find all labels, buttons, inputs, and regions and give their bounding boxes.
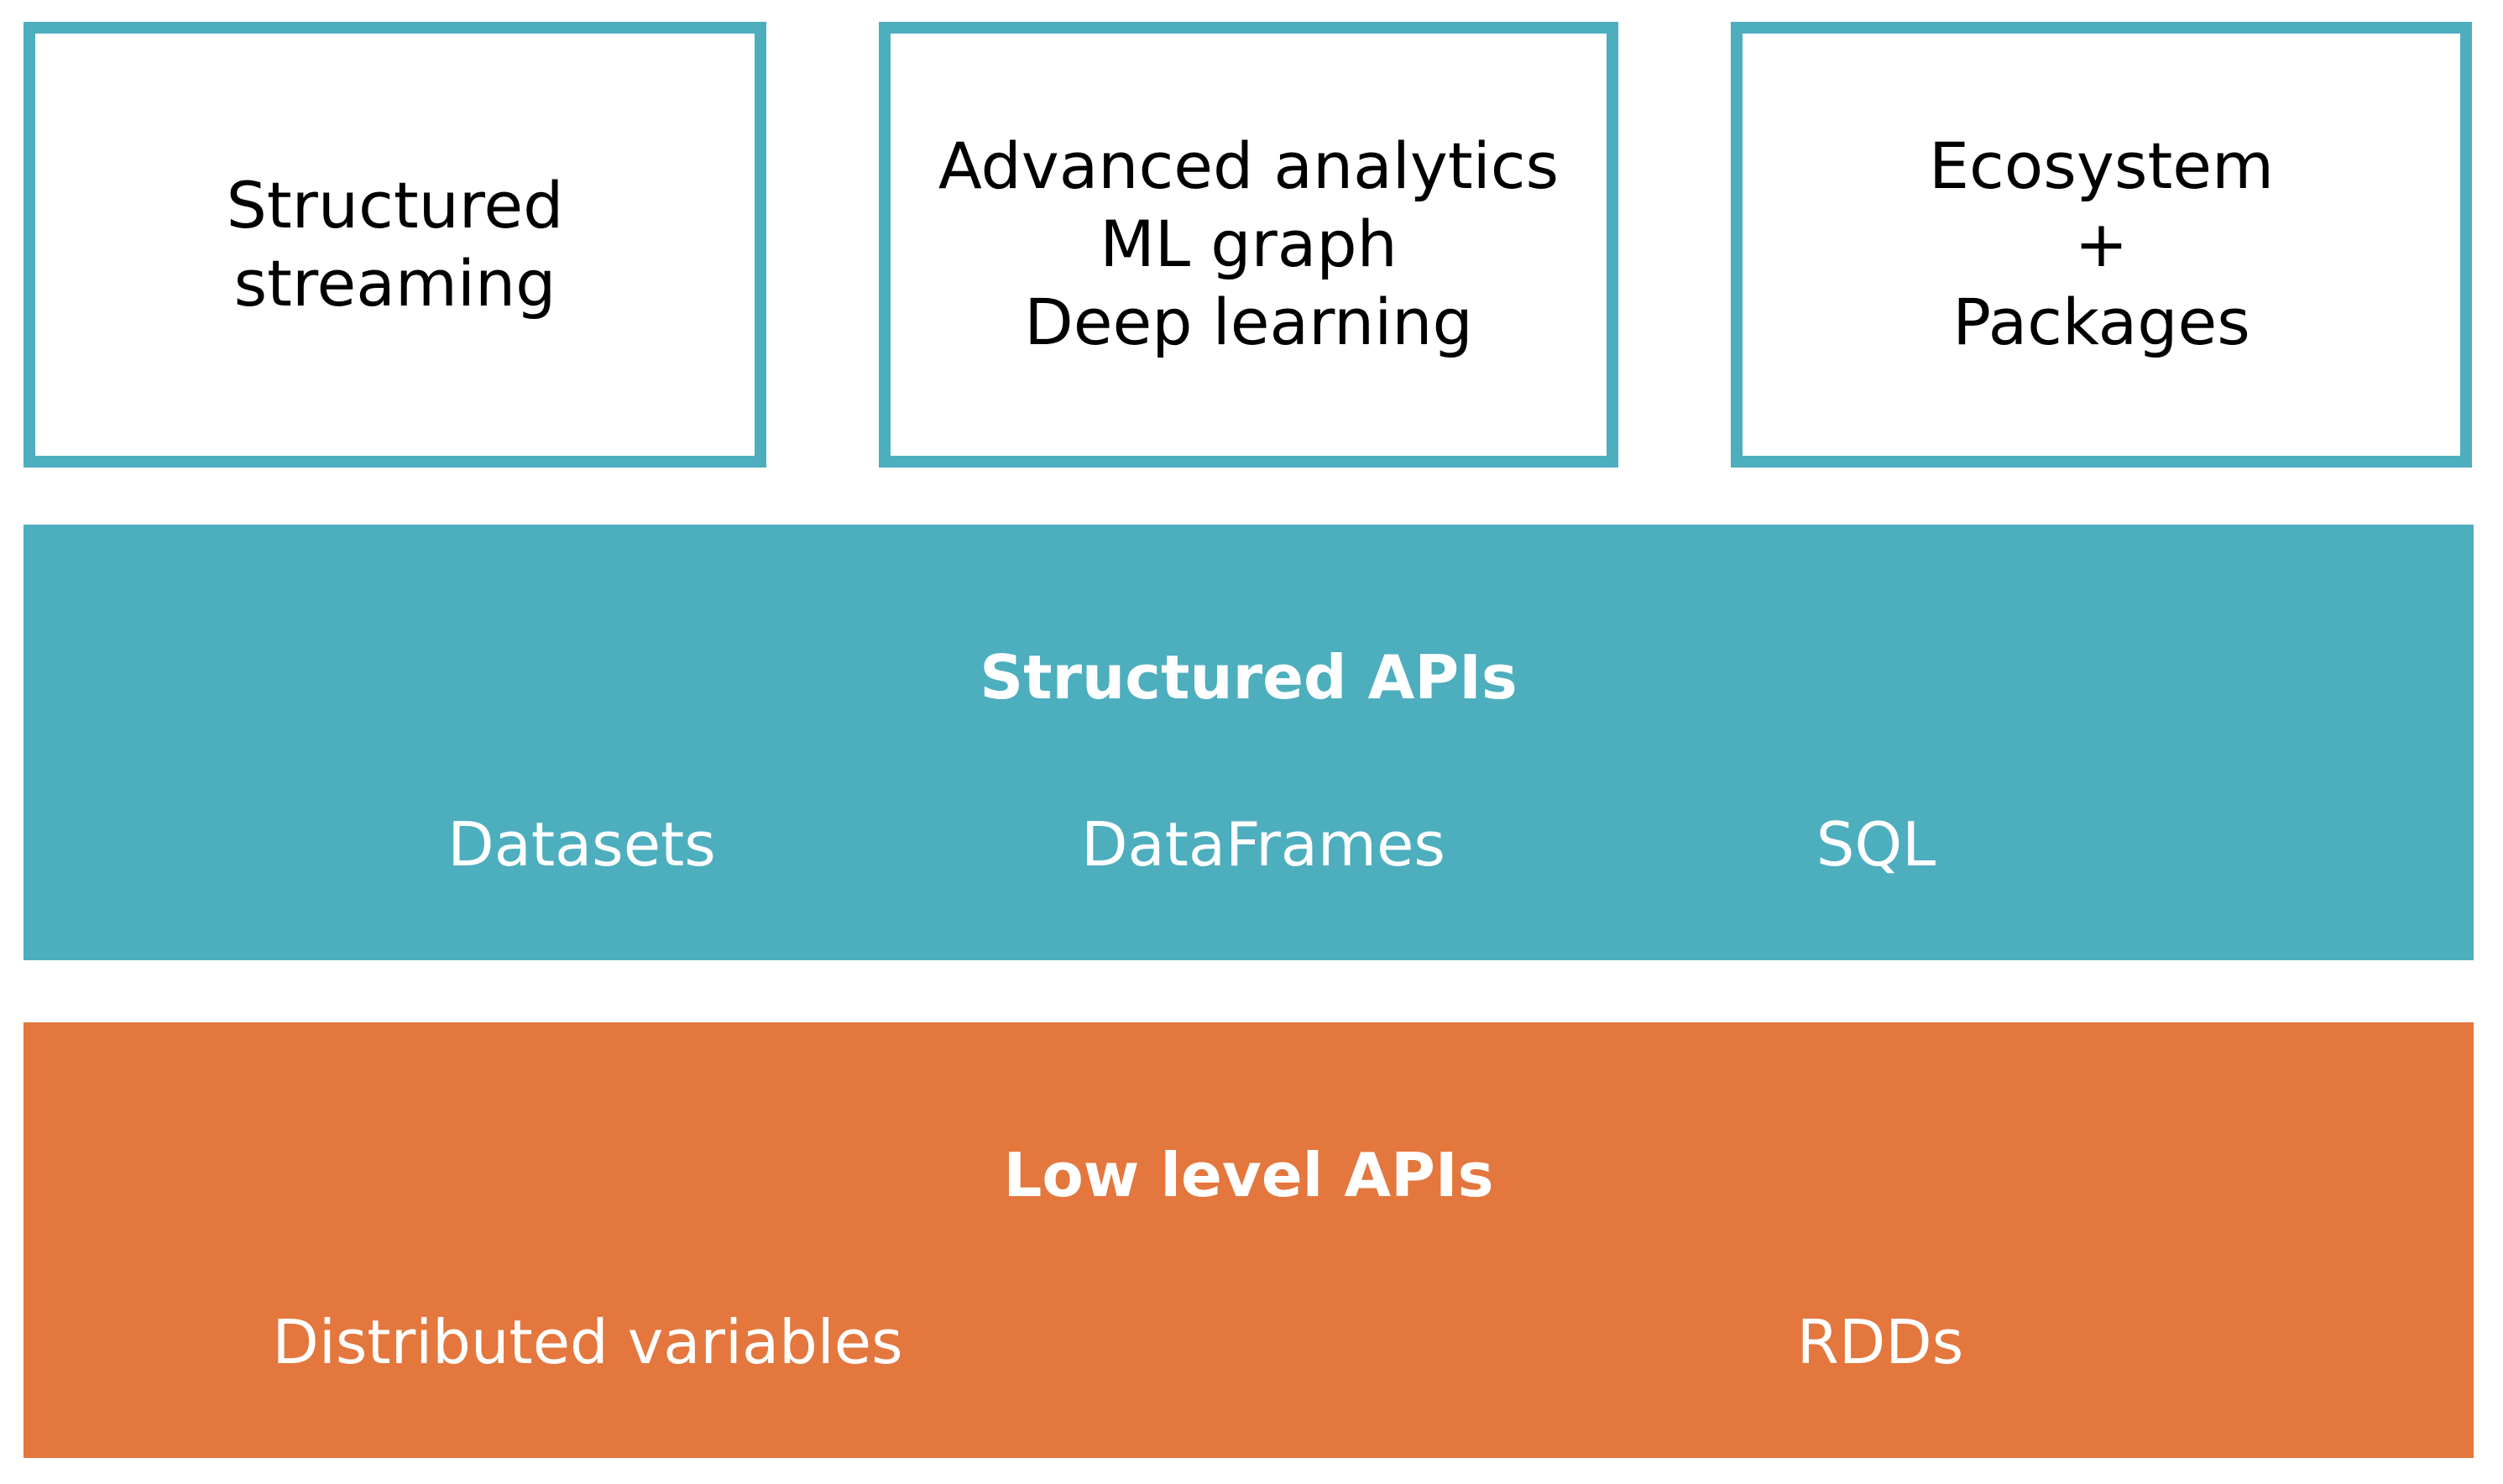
band-item-dataframes: DataFrames [1081, 809, 1445, 880]
box-ecosystem-packages-label: Ecosystem + Packages [1928, 128, 2275, 359]
band-low-level-apis: Low level APIs Distributed variables RDD… [24, 1022, 2474, 1458]
box-structured-streaming-label: Structured streaming [226, 167, 564, 321]
band-structured-apis: Structured APIs Datasets DataFrames SQL [24, 525, 2474, 960]
band-low-level-apis-title: Low level APIs [1003, 1140, 1494, 1210]
box-advanced-analytics: Advanced analytics ML graph Deep learnin… [879, 22, 1618, 468]
box-ecosystem-packages: Ecosystem + Packages [1731, 22, 2472, 468]
box-advanced-analytics-label: Advanced analytics ML graph Deep learnin… [938, 128, 1560, 359]
band-item-datasets: Datasets [447, 809, 716, 880]
band-item-rdds: RDDs [1796, 1307, 1964, 1377]
box-structured-streaming: Structured streaming [24, 22, 766, 468]
band-structured-apis-title: Structured APIs [980, 642, 1518, 713]
band-item-sql: SQL [1816, 809, 1936, 880]
band-item-distributed-variables: Distributed variables [272, 1307, 903, 1377]
